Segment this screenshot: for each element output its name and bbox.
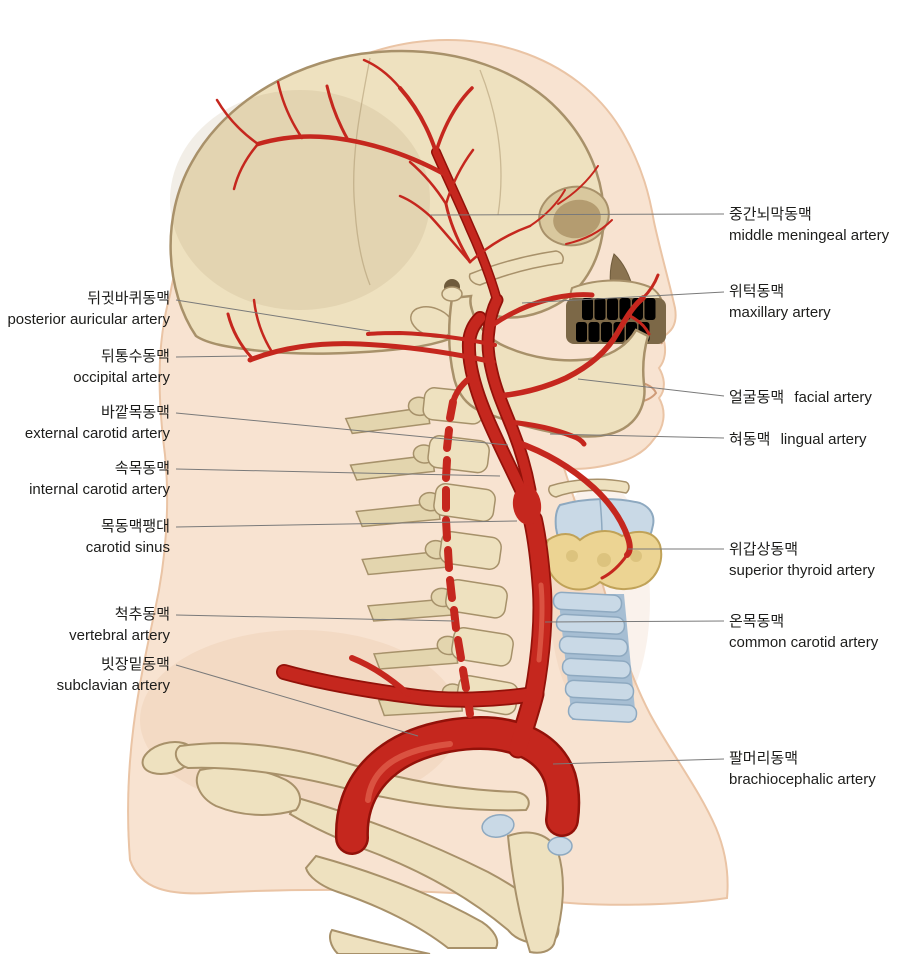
label-brachiocephalic-artery: 팔머리동맥 brachiocephalic artery (729, 748, 876, 790)
label-korean: 팔머리동맥 (729, 750, 799, 767)
label-english: internal carotid artery (29, 481, 170, 498)
label-korean: 혀동맥 (729, 431, 771, 448)
leader-line (175, 664, 419, 737)
label-carotid-sinus: 목동맥팽대 carotid sinus (86, 516, 170, 558)
label-english: vertebral artery (69, 627, 170, 644)
label-occipital-artery: 뒤통수동맥 occipital artery (73, 346, 170, 388)
label-english: brachiocephalic artery (729, 771, 876, 788)
label-korean: 척추동맥 (114, 606, 170, 623)
label-english: maxillary artery (729, 304, 831, 321)
label-korean: 얼굴동맥 (729, 389, 785, 406)
label-english: carotid sinus (85, 539, 170, 556)
label-english: subclavian artery (56, 677, 170, 694)
label-korean: 위갑상동맥 (729, 541, 799, 558)
middle-meningeal-artery (398, 148, 566, 264)
leader-line (175, 412, 509, 446)
label-korean: 빗장밑동맥 (100, 656, 170, 673)
label-korean: 중간뇌막동맥 (729, 206, 812, 223)
leader-line (175, 355, 248, 358)
leader-line (577, 378, 725, 397)
lingual-artery (506, 419, 587, 447)
label-english: middle meningeal artery (729, 227, 890, 244)
leader-lines (175, 213, 725, 765)
label-english: occipital artery (73, 369, 170, 386)
label-korean: 바깥목동맥 (100, 404, 170, 421)
leader-line (175, 614, 455, 622)
label-english: lingual artery (780, 431, 867, 448)
posterior-auricular-artery (366, 331, 497, 347)
leader-line (175, 299, 371, 332)
label-korean: 뒤귓바퀴동맥 (87, 290, 170, 307)
maxillary-artery (491, 292, 595, 327)
label-superior-thyroid-artery: 위갑상동맥 superior thyroid artery (729, 539, 875, 581)
label-korean: 속목동맥 (114, 460, 170, 477)
leader-line (544, 620, 725, 623)
leader-line (549, 433, 725, 439)
leader-line (521, 291, 725, 304)
label-korean: 온목동맥 (729, 613, 785, 630)
label-english: posterior auricular artery (7, 311, 170, 328)
leader-line (175, 468, 501, 477)
leader-line (175, 520, 518, 528)
label-vertebral-artery: 척추동맥 vertebral artery (69, 604, 170, 646)
label-internal-carotid-artery: 속목동맥 internal carotid artery (29, 458, 170, 500)
label-lingual-artery: 혀동맥 lingual artery (729, 429, 866, 450)
leader-line (552, 758, 725, 765)
leader-line (429, 213, 725, 216)
trachea-rings (552, 591, 638, 723)
label-english: external carotid artery (24, 425, 170, 442)
skull-layer (169, 49, 666, 438)
label-english: facial artery (794, 389, 872, 406)
label-korean: 뒤통수동맥 (100, 348, 170, 365)
label-english: superior thyroid artery (729, 562, 875, 579)
label-subclavian-artery: 빗장밑동맥 subclavian artery (57, 654, 170, 696)
superior-thyroid-artery (513, 439, 633, 558)
label-common-carotid-artery: 온목동맥 common carotid artery (729, 611, 878, 653)
label-maxillary-artery: 위턱동맥 maxillary artery (729, 281, 831, 323)
label-facial-artery: 얼굴동맥 facial artery (729, 387, 872, 408)
label-middle-meningeal-artery: 중간뇌막동맥 middle meningeal artery (729, 204, 889, 246)
hyoid-bone (548, 478, 630, 498)
carotid-sinus (512, 485, 542, 525)
label-korean: 위턱동맥 (729, 283, 785, 300)
facial-artery (495, 295, 646, 399)
label-korean: 목동맥팽대 (100, 518, 170, 535)
label-english: common carotid artery (729, 634, 879, 651)
label-external-carotid-artery: 바깥목동맥 external carotid artery (25, 402, 170, 444)
label-posterior-auricular-artery: 뒤귓바퀴동맥 posterior auricular artery (7, 288, 170, 330)
artery-layer (215, 58, 660, 838)
occipital-artery (247, 341, 496, 365)
